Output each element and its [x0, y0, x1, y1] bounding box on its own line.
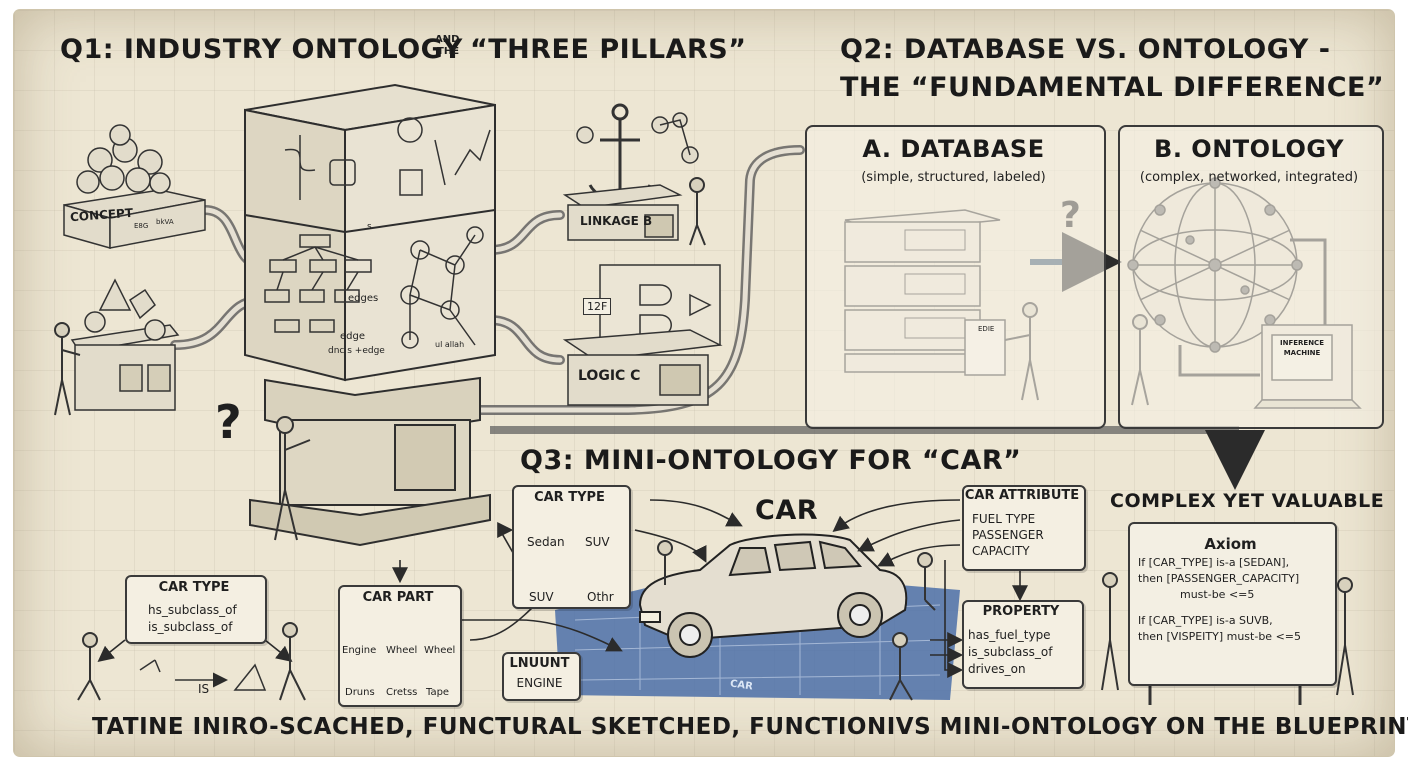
axiom-title: Axiom [1204, 535, 1257, 553]
inference-machine-label: INFERENCE MACHINE [1280, 339, 1324, 357]
car-part-item-2: Wheel [386, 645, 418, 656]
car-type-top-item-1: Sedan [527, 535, 565, 549]
car-illustration [638, 533, 908, 658]
concept-block-illustration [63, 124, 206, 249]
footer-caption: TATINE INIRO-SCACHED, FUNCTURAL SKETCHED… [92, 714, 1408, 740]
property-box [962, 600, 1084, 689]
car-part-item-5: Cretss [386, 687, 418, 698]
central-tower-illustration [244, 83, 496, 547]
database-doc-label: EDIE [978, 325, 995, 333]
car-attribute-item-1: FUEL TYPE [972, 512, 1036, 526]
ontology-title: B. ONTOLOGY [1154, 135, 1344, 163]
car-attribute-item-2: PASSENGER [972, 528, 1044, 542]
database-title: A. DATABASE [862, 135, 1045, 163]
q1-title: Q1: INDUSTRY ONTOLOGY [60, 34, 463, 65]
concept-tag-2: bkVA [156, 218, 174, 226]
tower-edges-label: edges [348, 293, 379, 304]
concept-tag-1: E8G [134, 222, 149, 230]
q2-title-line2: THE “FUNDAMENTAL DIFFERENCE” [840, 72, 1385, 103]
q1-connector-the: THE [437, 46, 460, 57]
car-type-top-box [512, 485, 631, 609]
pillar-block-left-illustration [70, 278, 180, 411]
tower-edge2-label: dnc s +edge [328, 346, 385, 356]
database-subtitle: (simple, structured, labeled) [861, 170, 1046, 185]
car-part-item-4: Druns [345, 687, 375, 698]
car-center-label: CAR [755, 495, 819, 526]
car-type-left-item-2: is_subclass_of [148, 620, 233, 634]
car-type-left-box [125, 575, 267, 644]
car-type-top-item-2: SUV [585, 535, 610, 549]
car-attribute-title: CAR ATTRIBUTE [964, 488, 1080, 503]
axiom-line-3: must-be <=5 [1180, 588, 1255, 601]
engine-box [502, 652, 581, 701]
car-type-left-title: CAR TYPE [158, 580, 230, 595]
sketch-is-label: IS [198, 682, 210, 696]
ontology-subtitle: (complex, networked, integrated) [1139, 170, 1359, 185]
car-type-left-item-1: hs_subclass_of [148, 603, 237, 617]
logic-chip: 12F [583, 298, 612, 315]
tower-tag: s [367, 222, 372, 232]
logic-illustration [562, 264, 723, 406]
q3-title: Q3: MINI-ONTOLOGY FOR “CAR” [520, 445, 1022, 476]
axiom-line-5: then [VISPEITY] must-be <=5 [1138, 630, 1301, 643]
axiom-line-1: If [CAR_TYPE] is-a [SEDAN], [1138, 556, 1290, 569]
property-title: PROPERTY [982, 604, 1060, 619]
linkage-illustration [562, 103, 699, 241]
q1-connector-and: AND [435, 34, 460, 45]
car-part-item-3: Wheel [424, 645, 456, 656]
question-mark-left: ? [215, 395, 242, 449]
ontology-panel [1118, 125, 1384, 429]
property-item-2: is_subclass_of [968, 645, 1053, 659]
logic-label: LOGIC C [578, 368, 641, 384]
car-attribute-box [962, 485, 1086, 571]
car-attribute-item-3: CAPACITY [972, 544, 1030, 558]
tower-small-label: ul allah [435, 340, 465, 349]
car-type-top-item-4: Othr [587, 590, 614, 604]
q1-pillars: “THREE PILLARS” [470, 34, 747, 65]
car-type-top-title: CAR TYPE [534, 490, 605, 505]
axiom-line-4: If [CAR_TYPE] is-a SUVB, [1138, 614, 1273, 627]
tower-edge-label: edge [340, 331, 365, 342]
car-part-title: CAR PART [362, 590, 434, 605]
q2-title-line1: Q2: DATABASE VS. ONTOLOGY - [840, 34, 1331, 65]
car-part-item-1: Engine [342, 645, 377, 656]
complex-label: COMPLEX YET VALUABLE [1110, 490, 1385, 512]
property-item-3: drives_on [968, 662, 1026, 676]
database-panel [805, 125, 1106, 429]
car-type-top-item-3: SUV [529, 590, 554, 604]
linkage-label: LINKAGE B [580, 214, 653, 228]
property-item-1: has_fuel_type [968, 628, 1051, 642]
car-part-item-6: Tape [426, 687, 450, 698]
engine-box-line2: ENGINE [516, 676, 563, 690]
engine-box-line1: LNUUNT [509, 656, 570, 671]
axiom-line-2: then [PASSENGER_CAPACITY] [1138, 572, 1300, 585]
car-part-box [338, 585, 462, 707]
axiom-board [1128, 522, 1337, 686]
